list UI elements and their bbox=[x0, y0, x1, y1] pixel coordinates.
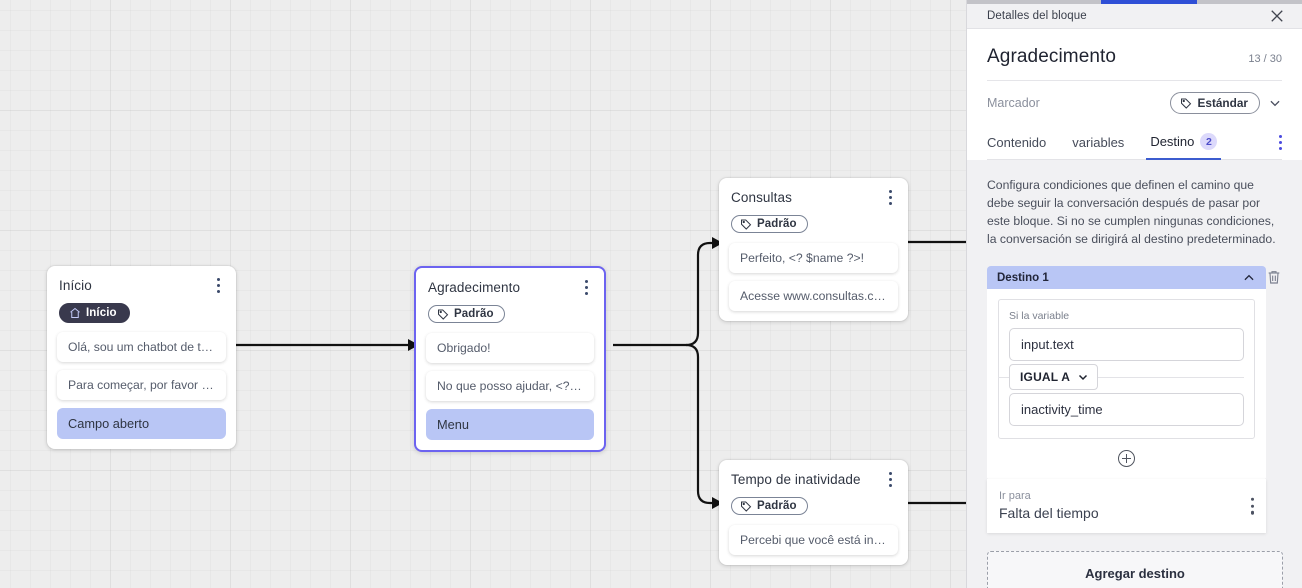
node-header: Agradecimento Padrão bbox=[416, 268, 604, 325]
node-menu-icon[interactable] bbox=[210, 276, 226, 294]
node-message[interactable]: Menu bbox=[426, 409, 594, 440]
node-tag-badge[interactable]: Padrão bbox=[731, 497, 808, 515]
node-tag-badge[interactable]: Início bbox=[59, 303, 130, 323]
node-message[interactable]: Olá, sou um chatbot de teste! bbox=[57, 332, 226, 362]
tag-icon bbox=[1180, 98, 1191, 109]
node-header: Tempo de inatividade Padrão bbox=[719, 460, 908, 517]
more-vertical-icon[interactable] bbox=[1250, 497, 1254, 515]
node-message[interactable]: Acesse www.consultas.com par... bbox=[729, 281, 898, 311]
panel-scrollbar-thumb[interactable] bbox=[1101, 0, 1197, 4]
add-destination-button[interactable]: Agregar destino bbox=[987, 551, 1283, 588]
chevron-down-icon bbox=[1079, 374, 1088, 381]
node-message[interactable]: No que posso ajudar, <? $name ... bbox=[426, 371, 594, 401]
tag-icon bbox=[741, 501, 752, 512]
flow-node-consultas[interactable]: Consultas Padrão Perfeito, <? $name ?>! … bbox=[719, 178, 908, 321]
node-messages: Perfeito, <? $name ?>! Acesse www.consul… bbox=[719, 235, 908, 321]
flow-node-agradecimento[interactable]: Agradecimento Padrão Obrigado! No que po… bbox=[414, 266, 606, 452]
variable-input[interactable]: input.text bbox=[1009, 328, 1244, 361]
plus-circle-icon[interactable] bbox=[1118, 450, 1135, 467]
panel-tabs: Contenido variables Destino 2 bbox=[987, 126, 1282, 160]
operator-row: IGUAL A bbox=[998, 361, 1254, 393]
node-tag-label: Padrão bbox=[454, 308, 494, 320]
tab-variables[interactable]: variables bbox=[1072, 135, 1124, 159]
tab-destino[interactable]: Destino 2 bbox=[1146, 133, 1222, 160]
flow-node-inicio[interactable]: Início Início Olá, sou um chatbot de tes… bbox=[47, 266, 236, 449]
marker-row: Marcador Estándar bbox=[987, 81, 1282, 126]
operator-select[interactable]: IGUAL A bbox=[1009, 364, 1099, 390]
node-menu-icon[interactable] bbox=[882, 470, 898, 488]
chevron-down-icon[interactable] bbox=[1268, 96, 1282, 110]
node-message[interactable]: Percebi que você está inativo. C... bbox=[729, 525, 898, 555]
node-messages: Percebi que você está inativo. C... bbox=[719, 517, 908, 565]
node-title: Tempo de inatividade bbox=[731, 472, 861, 487]
destination-card: Destino 1 Si la variable input.text bbox=[987, 266, 1282, 533]
panel-content: Configura condiciones que definen el cam… bbox=[967, 160, 1302, 588]
flow-node-inatividade[interactable]: Tempo de inatividade Padrão Percebi que … bbox=[719, 460, 908, 565]
destination-body: Si la variable input.text IGUAL A inacti… bbox=[987, 289, 1266, 479]
tab-label: variables bbox=[1072, 135, 1125, 150]
marker-control[interactable]: Estándar bbox=[1169, 92, 1282, 114]
condition-label: Si la variable bbox=[1009, 310, 1070, 322]
tag-icon bbox=[741, 219, 752, 230]
node-tag-label: Padrão bbox=[757, 218, 797, 230]
panel-top-section: Agradecimento 13 / 30 Marcador Estándar bbox=[967, 29, 1302, 160]
node-tag-label: Início bbox=[86, 307, 117, 319]
destination-header-label: Destino 1 bbox=[997, 271, 1049, 284]
block-details-panel: Detalles del bloque Agradecimento 13 / 3… bbox=[966, 0, 1302, 588]
tag-icon bbox=[438, 309, 449, 320]
add-condition-row bbox=[998, 439, 1255, 467]
node-title: Consultas bbox=[731, 190, 792, 205]
chevron-up-icon[interactable] bbox=[1242, 271, 1256, 285]
more-vertical-icon[interactable] bbox=[1279, 135, 1282, 150]
goto-value: Falta del tiempo bbox=[999, 505, 1099, 521]
node-header: Consultas Padrão bbox=[719, 178, 908, 235]
trash-icon[interactable] bbox=[1266, 268, 1282, 286]
node-messages: Olá, sou um chatbot de teste! Para começ… bbox=[47, 324, 236, 449]
node-tag-label: Padrão bbox=[757, 500, 797, 512]
status-badge: 2 bbox=[1200, 133, 1218, 150]
node-message[interactable]: Para começar, por favor digite o ... bbox=[57, 370, 226, 400]
node-tag-badge[interactable]: Padrão bbox=[428, 305, 505, 323]
page-title: Agradecimento bbox=[987, 46, 1117, 67]
char-counter: 13 / 30 bbox=[1248, 53, 1282, 65]
panel-header: Detalles del bloque bbox=[967, 0, 1302, 29]
operator-value: IGUAL A bbox=[1020, 370, 1071, 384]
marker-badge[interactable]: Estándar bbox=[1169, 92, 1260, 114]
marker-value: Estándar bbox=[1197, 96, 1248, 110]
node-header: Início Início bbox=[47, 266, 236, 324]
panel-header-title: Detalles del bloque bbox=[987, 10, 1087, 22]
block-title-row: Agradecimento 13 / 30 bbox=[987, 29, 1282, 81]
node-title: Início bbox=[59, 278, 92, 293]
node-message[interactable]: Campo aberto bbox=[57, 408, 226, 439]
tab-label: Destino bbox=[1150, 134, 1195, 149]
tab-contenido[interactable]: Contenido bbox=[987, 135, 1046, 159]
node-message[interactable]: Perfeito, <? $name ?>! bbox=[729, 243, 898, 273]
marker-label: Marcador bbox=[987, 96, 1040, 110]
node-title: Agradecimento bbox=[428, 280, 521, 295]
tab-label: Contenido bbox=[987, 135, 1047, 150]
condition-box: Si la variable input.text IGUAL A inacti… bbox=[998, 299, 1255, 439]
node-message[interactable]: Obrigado! bbox=[426, 333, 594, 363]
home-icon bbox=[70, 307, 80, 318]
goto-card[interactable]: Ir para Falta del tiempo bbox=[987, 479, 1266, 533]
node-tag-badge[interactable]: Padrão bbox=[731, 215, 808, 233]
close-icon[interactable] bbox=[1268, 7, 1286, 25]
comparison-input[interactable]: inactivity_time bbox=[1009, 393, 1244, 426]
node-menu-icon[interactable] bbox=[882, 188, 898, 206]
destination-header[interactable]: Destino 1 bbox=[987, 266, 1266, 289]
node-messages: Obrigado! No que posso ajudar, <? $name … bbox=[416, 325, 604, 450]
goto-label: Ir para bbox=[999, 490, 1031, 502]
destination-description: Configura condiciones que definen el cam… bbox=[987, 178, 1276, 246]
node-menu-icon[interactable] bbox=[578, 278, 594, 296]
flow-canvas[interactable]: Início Início Olá, sou um chatbot de tes… bbox=[0, 0, 966, 588]
